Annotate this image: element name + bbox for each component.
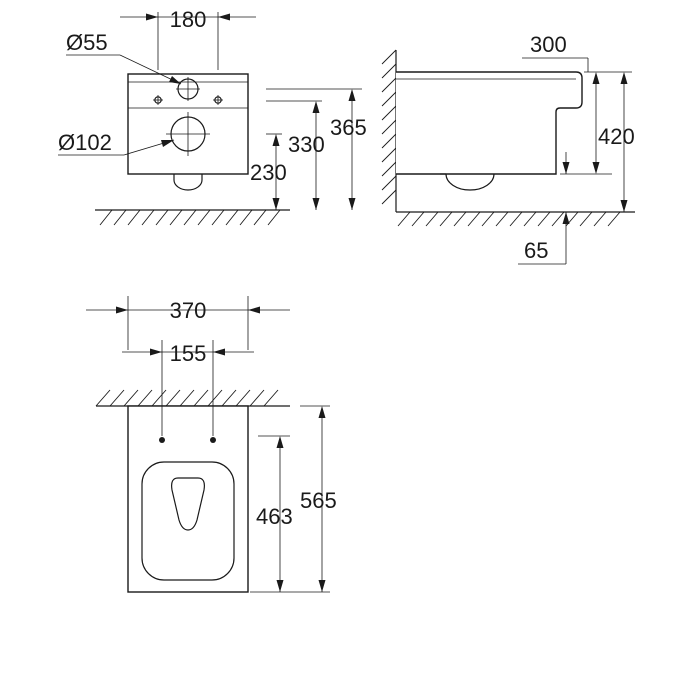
dim-300-label: 300 [530, 32, 567, 57]
top-wall-hatch [95, 389, 279, 407]
front-floor-hatch [99, 209, 281, 226]
top-view: 370 155 463 565 [86, 296, 337, 593]
top-toilet-seat [141, 461, 235, 581]
front-view: 180 Ø55 Ø102 230 330 365 [58, 7, 367, 226]
side-outlet-bulge [445, 173, 495, 191]
dim-d55-label: Ø55 [66, 30, 108, 55]
dim-370-label: 370 [170, 298, 207, 323]
dim-420-label: 420 [598, 124, 635, 149]
side-toilet-profile [396, 71, 583, 175]
side-wall-hatch [381, 49, 397, 205]
top-toilet-body [127, 405, 249, 593]
dim-230-label: 230 [250, 160, 287, 185]
dim-463-label: 463 [256, 504, 293, 529]
side-view: 300 420 65 [381, 32, 635, 265]
top-bolt-left [159, 437, 165, 443]
dim-155-label: 155 [170, 341, 207, 366]
dim-365-label: 365 [330, 115, 367, 140]
dim-65-label: 65 [524, 238, 548, 263]
front-outlet-bulge [173, 174, 203, 191]
dim-565-label: 565 [300, 488, 337, 513]
dim-180-label: 180 [170, 7, 207, 32]
dim-330-label: 330 [288, 132, 325, 157]
side-floor-hatch [397, 211, 621, 227]
top-bowl-opening [171, 477, 205, 531]
top-bolt-right [210, 437, 216, 443]
dim-d102-label: Ø102 [58, 130, 112, 155]
